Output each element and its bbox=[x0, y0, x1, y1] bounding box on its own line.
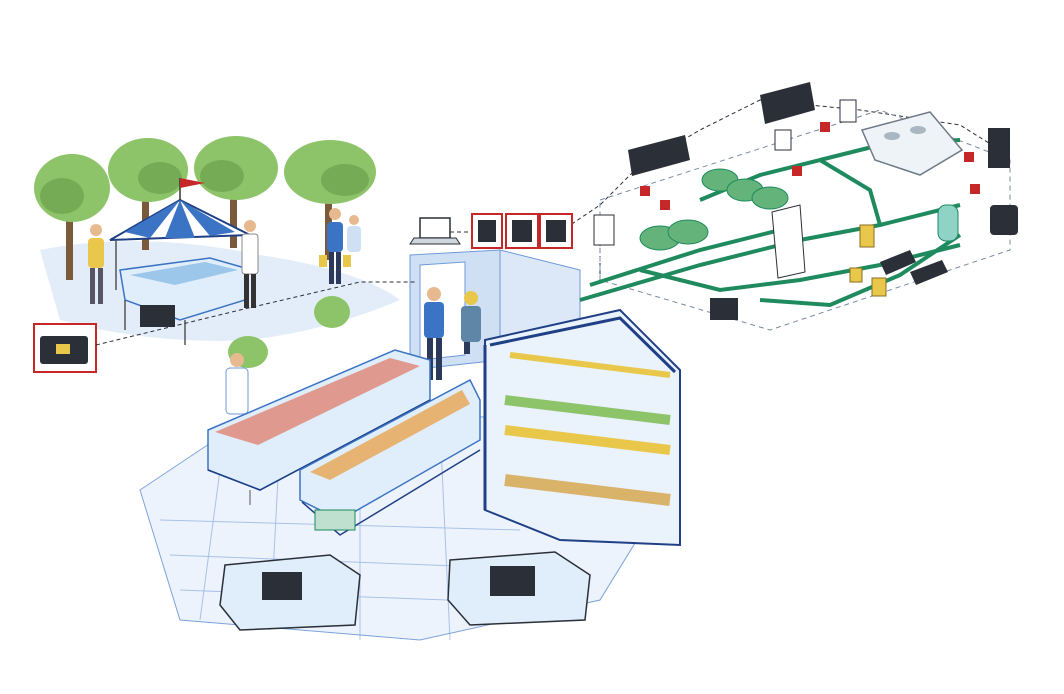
controller-icon bbox=[505, 213, 539, 249]
display-case-icon bbox=[483, 308, 681, 547]
market-area bbox=[33, 136, 400, 373]
condensing-unit-icon bbox=[219, 554, 361, 631]
person-icon bbox=[424, 287, 444, 380]
laptop-icon bbox=[409, 217, 461, 245]
compressor-icon bbox=[701, 168, 789, 210]
market-stall-icon bbox=[109, 178, 251, 345]
controller-icon bbox=[593, 99, 1018, 320]
tree-icon bbox=[34, 154, 110, 280]
sensor-markers bbox=[640, 122, 980, 210]
person-icon bbox=[461, 291, 481, 354]
person-icon bbox=[319, 208, 361, 284]
compressor-icon bbox=[880, 250, 948, 285]
controller-icon bbox=[539, 213, 573, 249]
display-case-icon bbox=[299, 378, 481, 536]
receiver-icon bbox=[937, 204, 959, 242]
condensing-unit-icon bbox=[447, 551, 591, 626]
person-icon bbox=[225, 353, 249, 415]
condensing-unit-icon bbox=[33, 323, 97, 373]
tree-icon bbox=[194, 136, 278, 248]
person-icon bbox=[241, 220, 259, 308]
person-icon bbox=[88, 224, 104, 304]
valve-icon bbox=[849, 224, 887, 297]
compressor-icon bbox=[639, 219, 709, 251]
controller-icon bbox=[471, 213, 503, 249]
evaporator-icon bbox=[628, 82, 815, 176]
plant-room bbox=[579, 82, 1018, 331]
display-case-icon bbox=[207, 349, 431, 505]
gas-cooler-icon bbox=[860, 111, 964, 176]
